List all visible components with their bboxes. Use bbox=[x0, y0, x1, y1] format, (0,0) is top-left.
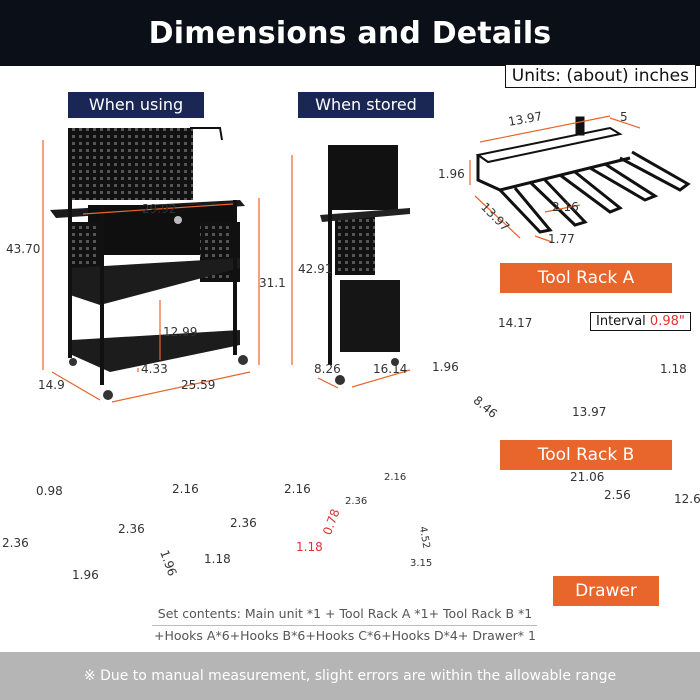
contents-line-1: Set contents: Main unit *1 + Tool Rack A… bbox=[157, 606, 533, 621]
pegboard bbox=[68, 128, 193, 200]
interval-prefix: Interval bbox=[596, 314, 650, 329]
dim-hook-b-118: 1.18 bbox=[204, 552, 231, 566]
dim-rack-a-h: 1.96 bbox=[438, 167, 465, 181]
footer-note: ※ Due to manual measurement, slight erro… bbox=[83, 668, 617, 684]
label-when-using: When using bbox=[68, 92, 204, 118]
title-banner: Dimensions and Details bbox=[0, 0, 700, 66]
dim-hook-c-top: 2.16 bbox=[284, 482, 311, 496]
dim-hook-d-315: 3.15 bbox=[410, 558, 433, 569]
dim-hook-c-h: 2.36 bbox=[230, 516, 257, 530]
dim-rack-a-5: 5 bbox=[620, 110, 628, 124]
dim-hook-d-h: 2.36 bbox=[345, 496, 368, 507]
cart-stored bbox=[320, 145, 410, 385]
contents-divider bbox=[152, 625, 537, 626]
contents-line-2: +Hooks A*6+Hooks B*6+Hooks C*6+Hooks D*4… bbox=[154, 628, 536, 643]
page-title: Dimensions and Details bbox=[148, 15, 552, 51]
label-tool-rack-a: Tool Rack A bbox=[500, 263, 672, 293]
dim-rack-b-bottom: 13.97 bbox=[572, 405, 607, 419]
dim-hook-d-top: 2.16 bbox=[384, 472, 407, 483]
interval-box: Interval 0.98" bbox=[590, 312, 691, 331]
dim-rack-a-216: 2.16 bbox=[552, 200, 579, 214]
dim-stored-depth: 8.26 bbox=[314, 362, 341, 376]
dim-stored-width: 16.14 bbox=[373, 362, 408, 376]
stored-dimension-lines bbox=[291, 155, 411, 389]
dim-using-shelf: 12.99 bbox=[163, 325, 198, 339]
dim-drawer-d: 12.6 bbox=[674, 492, 700, 506]
dim-hook-a-len: 1.96 bbox=[72, 568, 99, 582]
dim-drawer-h: 2.56 bbox=[604, 488, 631, 502]
footer-banner: ※ Due to manual measurement, slight erro… bbox=[0, 652, 700, 700]
dim-using-length: 25.59 bbox=[181, 378, 216, 392]
dim-using-height: 43.70 bbox=[6, 242, 41, 256]
dim-stored-height: 42.91 bbox=[298, 262, 333, 276]
interval-value: 0.98" bbox=[649, 314, 685, 329]
dim-drawer-w: 21.06 bbox=[570, 470, 605, 484]
dim-hook-b-top: 2.16 bbox=[172, 482, 199, 496]
cart-using bbox=[50, 127, 248, 400]
dim-using-depth: 14.9 bbox=[38, 378, 65, 392]
label-tool-rack-b: Tool Rack B bbox=[500, 440, 672, 470]
dim-hook-a-top: 0.98 bbox=[36, 484, 63, 498]
label-when-stored: When stored bbox=[298, 92, 434, 118]
cart-dimension-lines bbox=[42, 140, 260, 403]
dim-using-width: 29.92 bbox=[142, 202, 177, 216]
dim-hook-b-h: 2.36 bbox=[118, 522, 145, 536]
dim-rack-b-h: 1.96 bbox=[432, 360, 459, 374]
dim-using-upper: 31.1 bbox=[259, 276, 286, 290]
dim-hook-c-118: 1.18 bbox=[296, 540, 323, 554]
label-drawer: Drawer bbox=[553, 576, 659, 606]
units-box: Units: (about) inches bbox=[504, 64, 696, 88]
tool-rack-a bbox=[475, 116, 691, 234]
dim-hook-a-h: 2.36 bbox=[2, 536, 29, 550]
rack-a-dimension-lines bbox=[469, 115, 641, 243]
dim-using-inner: 4.33 bbox=[141, 362, 168, 376]
dim-rack-a-177: 1.77 bbox=[548, 232, 575, 246]
dim-rack-b-top: 14.17 bbox=[498, 316, 533, 330]
dim-rack-b-right: 1.18 bbox=[660, 362, 687, 376]
